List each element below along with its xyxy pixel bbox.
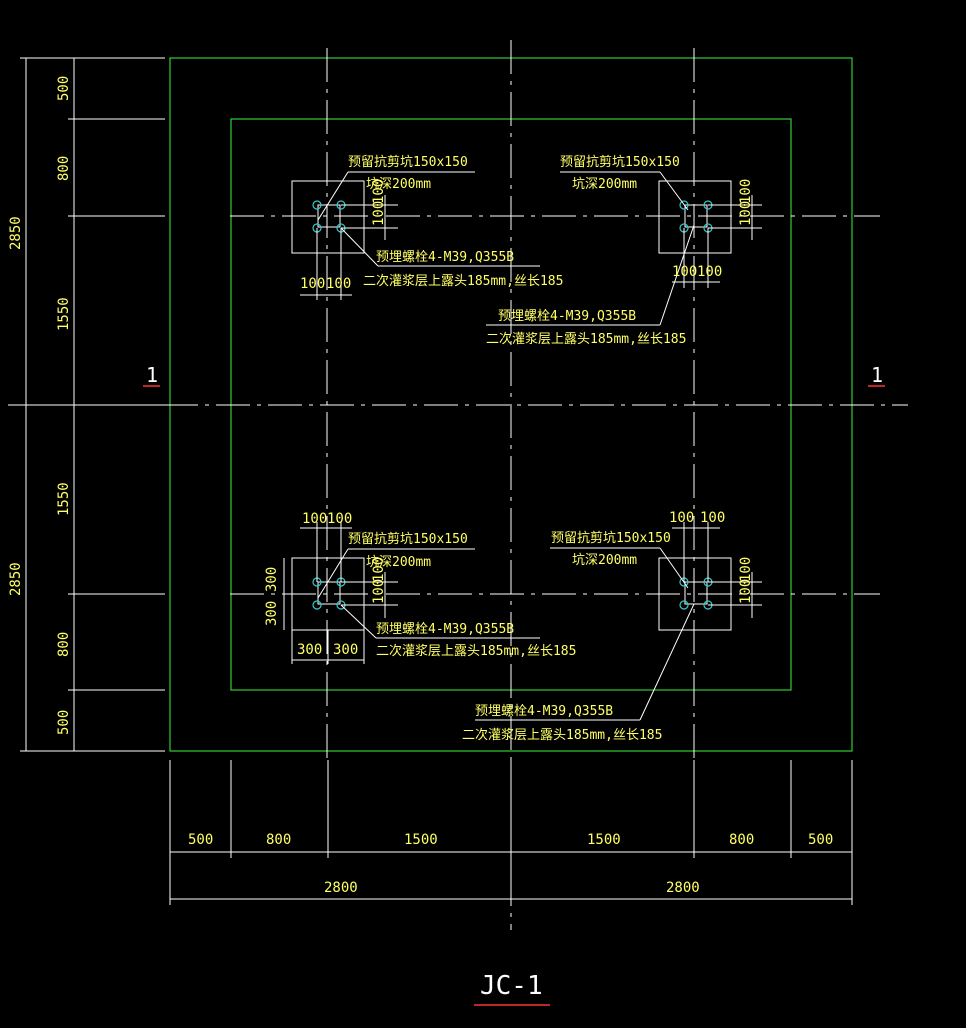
plate-size-label: 300 (297, 642, 322, 658)
dim-bottom-segment: 800 (729, 832, 754, 848)
anchor-bolt-circle (312, 600, 322, 610)
bolt-spacing-label: 100 (302, 511, 327, 527)
pit-note-line1: 预留抗剪坑150x150 (348, 531, 468, 547)
anchor-group-bottom-right: 预留抗剪坑150x150 坑深200mm 预埋螺栓4-M39,Q355B 二次灌… (462, 510, 762, 743)
dim-left-segment: 500 (56, 76, 72, 101)
bolt-spacing-label: 100 (738, 557, 754, 582)
dim-left-segment: 800 (56, 156, 72, 181)
dim-bottom-segment: 1500 (404, 832, 438, 848)
bolt-spacing-label: 100 (326, 276, 351, 292)
leader-pit (659, 547, 689, 589)
pit-note-line2: 坑深200mm (366, 555, 431, 570)
shear-pit (684, 204, 708, 228)
bolt-spacing-label: 100 (371, 579, 387, 604)
bolt-spacing-label: 100 (371, 557, 387, 582)
anchor-bolt-circle (679, 200, 689, 210)
leader-pit (317, 171, 349, 221)
leader-bolt (639, 603, 695, 721)
plate-size-label: 300 (333, 642, 358, 658)
leader-bolt (659, 224, 695, 326)
dim-left-total: 2850 (8, 216, 24, 250)
bolt-spacing-label: 100 (672, 264, 697, 280)
bolt-spacing-label: 100 (738, 201, 754, 226)
leader-bolt (340, 227, 379, 267)
dim-left-segment: 1550 (56, 297, 72, 331)
pit-note-line2: 坑深200mm (572, 177, 637, 192)
shear-pit (317, 204, 341, 228)
bolt-spacing-label: 100 (371, 201, 387, 226)
bolt-spacing-label: 100 (697, 264, 722, 280)
drawing-title: JC-1 (480, 971, 543, 1001)
dim-bottom-segment: 500 (188, 832, 213, 848)
dim-bottom-total: 2800 (666, 880, 700, 896)
pit-note-line1: 预留抗剪坑150x150 (560, 154, 680, 170)
pit-note-line2: 坑深200mm (366, 177, 431, 192)
leader-pit (317, 548, 349, 599)
bolt-spacing-label: 100 (371, 179, 387, 204)
dim-left-total: 2850 (8, 562, 24, 596)
shear-pit (317, 581, 341, 605)
bolt-note-line2: 二次灌浆层上露头185mm,丝长185 (376, 643, 576, 659)
pit-note-line1: 预留抗剪坑150x150 (551, 530, 671, 546)
pit-note-line2: 坑深200mm (572, 553, 637, 568)
left-dimension-chain (20, 57, 165, 752)
pit-note-line1: 预留抗剪坑150x150 (348, 154, 468, 170)
plate-size-label: 300 (264, 601, 280, 626)
bolt-spacing-label: 100 (300, 276, 325, 292)
bolt-spacing-label: 100 (738, 179, 754, 204)
bolt-spacing-label: 100 (738, 579, 754, 604)
leader-pit (659, 171, 689, 211)
bolt-note-line1: 预埋螺栓4-M39,Q355B (376, 250, 514, 265)
dim-left-segment: 800 (56, 632, 72, 657)
anchor-group-top-right: 预留抗剪坑150x150 坑深200mm 预埋螺栓4-M39,Q355B 二次灌… (486, 154, 762, 347)
section-mark-right: 1 (871, 363, 883, 387)
anchor-group-top-left: 预留抗剪坑150x150 坑深200mm 预埋螺栓4-M39,Q355B 二次灌… (291, 154, 563, 300)
dim-bottom-total: 2800 (324, 880, 358, 896)
anchor-group-bottom-left: 预留抗剪坑150x150 坑深200mm 预埋螺栓4-M39,Q355B 二次灌… (264, 511, 576, 664)
dim-bottom-segment: 500 (808, 832, 833, 848)
anchor-bolt-circle (312, 200, 322, 210)
bolt-note-line2: 二次灌浆层上露头185mm,丝长185 (363, 273, 563, 289)
anchor-plate (658, 180, 732, 254)
bolt-spacing-label: 100 (327, 511, 352, 527)
bolt-spacing-label: 100 (669, 510, 694, 526)
leader-bolt (340, 604, 377, 639)
anchor-plate (291, 180, 365, 254)
shear-pit (684, 581, 708, 605)
dim-left-segment: 1550 (56, 482, 72, 516)
dim-bottom-segment: 1500 (587, 832, 621, 848)
anchor-bolt-circle (679, 600, 689, 610)
dim-bottom-segment: 800 (266, 832, 291, 848)
anchor-plate (658, 557, 732, 631)
bolt-spacing-label: 100 (700, 510, 725, 526)
section-mark-left: 1 (146, 363, 158, 387)
dim-left-segment: 500 (56, 710, 72, 735)
bolt-note-line1: 预埋螺栓4-M39,Q355B (475, 704, 613, 719)
bolt-note-line2: 二次灌浆层上露头185mm,丝长185 (462, 727, 662, 743)
plate-size-label: 300 (264, 567, 280, 592)
bolt-note-line1: 预埋螺栓4-M39,Q355B (376, 622, 514, 637)
bottom-dimension-chain (169, 760, 853, 905)
bolt-note-line1: 预埋螺栓4-M39,Q355B (498, 309, 636, 324)
bolt-note-line2: 二次灌浆层上露头185mm,丝长185 (486, 331, 686, 347)
centerlines (8, 40, 908, 930)
